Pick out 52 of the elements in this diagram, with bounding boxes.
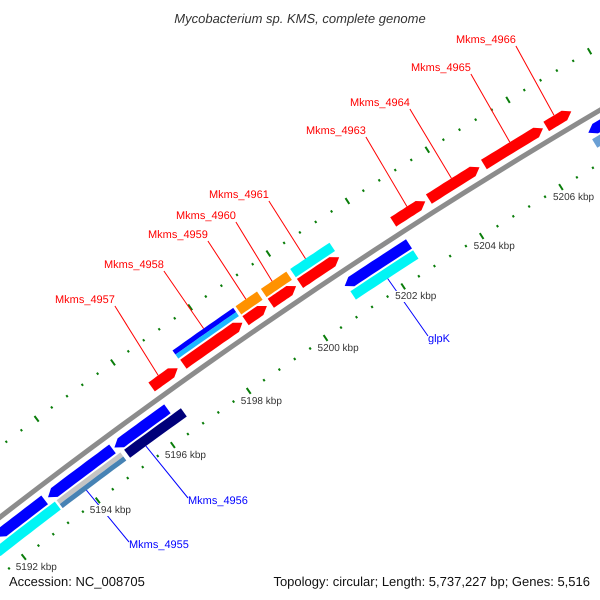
- leader-line: [235, 222, 273, 282]
- scale-label: 5194 kbp: [90, 505, 131, 516]
- gene-label: Mkms_4955: [129, 539, 189, 552]
- scale-label: 5198 kbp: [240, 396, 282, 407]
- gene-block: [48, 444, 116, 498]
- leader-line: [207, 240, 246, 300]
- gene-label: Mkms_4960: [176, 210, 236, 223]
- leader-line: [145, 446, 188, 498]
- gene-block: [390, 201, 426, 227]
- gene-bar: [124, 408, 187, 458]
- gene-block: [481, 128, 543, 170]
- scale-label: 5202 kbp: [395, 291, 436, 302]
- scale-label: 5206 kbp: [552, 192, 594, 204]
- leader-line: [365, 136, 408, 208]
- gene-bar: [236, 292, 263, 314]
- gene-label: Mkms_4959: [148, 229, 208, 242]
- gene-label: Mkms_4958: [104, 259, 164, 272]
- leader-line: [114, 306, 159, 376]
- leader-line: [470, 74, 510, 143]
- leader-line: [163, 270, 204, 329]
- accession-text: Accession: NC_008705: [9, 574, 145, 590]
- gene-block: [148, 368, 178, 392]
- gene-block: [426, 166, 480, 204]
- gene-bar: [290, 242, 335, 278]
- gene-block: [242, 306, 267, 326]
- gene-block: [344, 239, 412, 286]
- gene-block: [0, 496, 48, 537]
- scale-label: 5204 kbp: [474, 241, 515, 252]
- gene-block: [296, 257, 340, 288]
- scale-label: 5196 kbp: [164, 450, 206, 462]
- leader-line: [409, 108, 452, 179]
- gene-label: Mkms_4966: [456, 34, 516, 47]
- gene-label: Mkms_4964: [350, 97, 410, 110]
- leader-line: [268, 200, 306, 260]
- scale-label: 5192 kbp: [16, 562, 57, 573]
- gene-label: Mkms_4956: [188, 495, 248, 508]
- gene-label: Mkms_4963: [306, 125, 366, 138]
- gene-block: [268, 286, 296, 308]
- gene-label: glpK: [428, 333, 450, 346]
- gene-label: Mkms_4957: [55, 294, 115, 307]
- gene-bar: [350, 250, 418, 300]
- leader-line: [515, 46, 554, 116]
- map-title: Mycobacterium sp. KMS, complete genome: [174, 10, 426, 28]
- gene-bar: [260, 272, 292, 298]
- gene-block: [543, 110, 572, 132]
- gene-label: Mkms_4961: [209, 189, 269, 202]
- scale-label: 5200 kbp: [318, 343, 359, 354]
- gene-block: [114, 404, 171, 448]
- genome-info-text: Topology: circular; Length: 5,737,227 bp; Genes: 5,516: [273, 574, 590, 590]
- gene-bar: [0, 502, 61, 556]
- gene-label: Mkms_4965: [411, 62, 471, 75]
- gene-block: [180, 322, 242, 369]
